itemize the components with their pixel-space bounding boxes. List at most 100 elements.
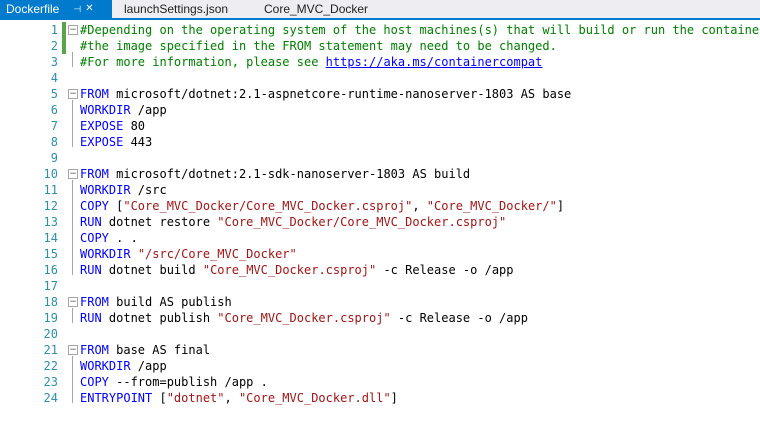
code-line[interactable]: 16 RUN dotnet build "Core_MVC_Docker.cspr… [0,262,760,278]
code-line[interactable]: 9 [0,150,760,166]
code-line[interactable]: 2 #the image specified in the FROM statem… [0,38,760,54]
code-token: . . [108,231,138,245]
line-number: 6 [50,103,58,117]
code-text: EXPOSE 80 [80,118,145,134]
code-token: "Core_MVC_Docker/Core_MVC_Docker.csproj" [217,215,507,229]
pin-icon[interactable]: ⊣ [73,4,82,14]
code-line[interactable]: 18−FROM build AS publish [0,294,760,310]
code-token: [ [152,391,167,405]
code-text: RUN dotnet restore "Core_MVC_Docker/Core… [80,214,506,230]
code-token: #For more information, please see [80,55,326,69]
tab-launch-settings[interactable]: launchSettings.json [118,0,234,18]
line-number: 3 [50,55,58,69]
code-text: RUN dotnet build "Core_MVC_Docker.csproj… [80,262,514,278]
code-token: dotnet restore [101,215,218,229]
code-text: WORKDIR "/src/Core_MVC_Docker" [80,246,297,262]
fold-guide [72,308,73,323]
fold-guide [72,180,73,275]
line-number: 8 [50,135,58,149]
code-text: #the image specified in the FROM stateme… [80,38,557,54]
code-token: EXPOSE [80,135,124,149]
collapse-icon[interactable]: − [68,297,78,307]
tab-label: Core_MVC_Docker [264,2,369,16]
code-text: FROM microsoft/dotnet:2.1-sdk-nanoserver… [80,166,470,182]
code-token: "Core_MVC_Docker.csproj" [217,311,391,325]
code-text: WORKDIR /app [80,102,167,118]
line-number: 1 [50,23,58,37]
code-token: "Core_MVC_Docker/" [426,199,557,213]
line-number: 18 [43,295,58,309]
collapse-icon[interactable]: − [68,345,78,355]
code-token: 443 [123,135,153,149]
code-line[interactable]: 3 #For more information, please see https… [0,54,760,70]
code-token: , [412,199,427,213]
collapse-icon[interactable]: − [68,169,78,179]
code-editor[interactable]: 1−#Depending on the operating system of … [0,20,760,444]
line-number: 9 [50,151,58,165]
code-text: COPY . . [80,230,138,246]
line-number: 10 [43,167,58,181]
fold-guide [72,356,73,403]
code-token: , [224,391,239,405]
code-token: "Core_MVC_Docker/Core_MVC_Docker.csproj" [123,199,413,213]
code-token: "Core_MVC_Docker.csproj" [202,263,377,277]
line-number: 2 [50,39,58,53]
code-line[interactable]: 1−#Depending on the operating system of … [0,22,760,38]
code-token: -c Release -o /app [376,263,514,277]
code-token: WORKDIR [80,359,131,373]
fold-guide [72,100,73,147]
code-token: "dotnet" [166,391,225,405]
code-text: FROM build AS publish [80,294,232,310]
code-line[interactable]: 10−FROM microsoft/dotnet:2.1-sdk-nanoser… [0,166,760,182]
code-text: COPY --from=publish /app . [80,374,268,390]
code-token[interactable]: https://aka.ms/containercompat [325,55,543,69]
code-token: FROM [80,295,109,309]
code-line[interactable]: 20 [0,326,760,342]
code-token [131,247,138,261]
code-line[interactable]: 21−FROM base AS final [0,342,760,358]
fold-guide [72,52,73,67]
code-line[interactable]: 4 [0,70,760,86]
line-number: 16 [43,263,58,277]
collapse-icon[interactable]: − [68,89,78,99]
document-tab-bar: Dockerfile ⊣✕ launchSettings.json Core_MV… [0,0,760,20]
code-token: /app [130,103,167,117]
line-number: 22 [43,359,58,373]
code-line[interactable]: 8 EXPOSE 443 [0,134,760,150]
code-token: --from=publish /app . [108,375,268,389]
line-number: 21 [43,343,58,357]
tab-dockerfile[interactable]: Dockerfile ⊣✕ [0,0,112,18]
code-text: WORKDIR /app [80,358,167,374]
code-token: "/src/Core_MVC_Docker" [137,247,297,261]
line-number: 7 [50,119,58,133]
code-token: EXPOSE [80,119,124,133]
code-line[interactable]: 17 [0,278,760,294]
code-token: COPY [80,375,109,389]
line-number: 12 [43,199,58,213]
code-line[interactable]: 5−FROM microsoft/dotnet:2.1-aspnetcore-r… [0,86,760,102]
tab-core-mvc-docker[interactable]: Core_MVC_Docker [258,0,374,18]
code-line[interactable]: 22 WORKDIR /app [0,358,760,374]
code-token: FROM [80,343,109,357]
line-number: 17 [43,279,58,293]
code-token: RUN [80,311,102,325]
line-number: 11 [43,183,58,197]
tab-label: launchSettings.json [124,2,229,16]
code-line[interactable]: 7 EXPOSE 80 [0,118,760,134]
code-token: dotnet publish [101,311,218,325]
collapse-icon[interactable]: − [68,25,78,35]
close-icon[interactable]: ✕ [85,3,94,14]
tab-label: Dockerfile [6,2,60,16]
code-line[interactable]: 6 WORKDIR /app [0,102,760,118]
code-token: 80 [123,119,146,133]
code-token: COPY [80,231,109,245]
change-indicator [62,38,66,54]
